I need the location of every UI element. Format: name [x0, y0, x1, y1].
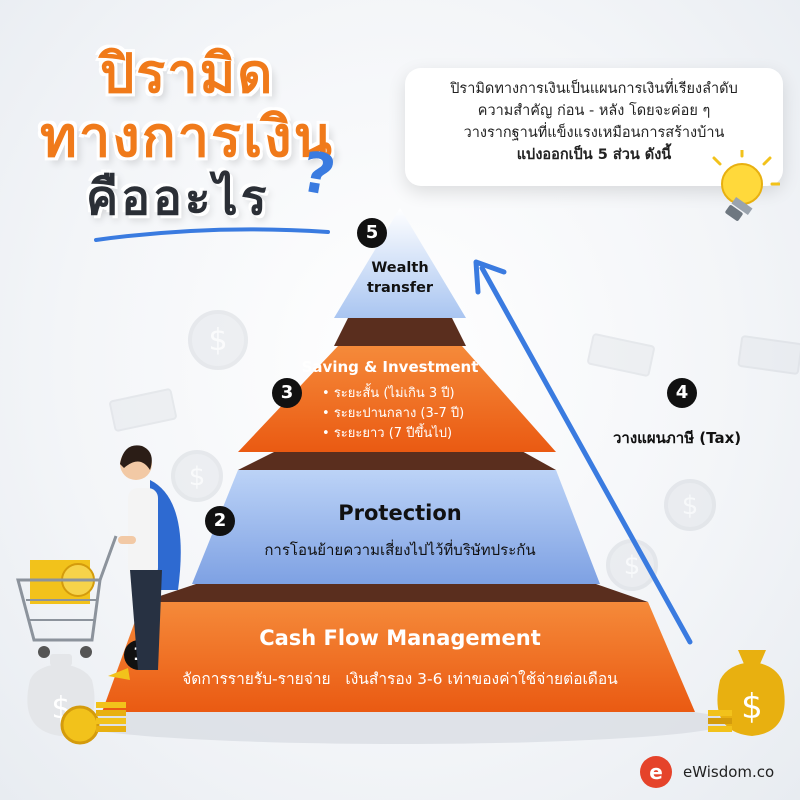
woman-figure — [108, 445, 181, 680]
dollar-coin-icon: $ — [188, 310, 248, 370]
level-5-block — [334, 208, 466, 318]
level-3-item: • ระยะยาว (7 ปีขึ้นไป) — [322, 426, 453, 441]
level-3-block — [238, 346, 556, 452]
level-2-title: Protection — [338, 501, 462, 525]
lightbulb-icon — [712, 150, 780, 221]
info-line-2: ความสำคัญ ก่อน - หลัง โดยจะค่อย ๆ — [477, 103, 711, 119]
brand-name: eWisdom.co — [683, 763, 775, 781]
title-line-2: ทางการเงิน — [40, 105, 334, 170]
level-3-number: 3 — [272, 378, 302, 408]
level-4-label: วางแผนภาษี (Tax) — [613, 429, 742, 447]
svg-text:$: $ — [741, 687, 763, 727]
brand-logo-icon: e — [640, 756, 672, 788]
svg-text:$: $ — [208, 323, 227, 358]
title-line-1: ปิรามิด — [100, 42, 275, 105]
level-3-shadow — [334, 318, 466, 346]
level-4-number: 4 — [667, 378, 697, 408]
level-2-number: 2 — [205, 506, 235, 536]
level-1-shadow — [142, 584, 648, 602]
level-1-title: Cash Flow Management — [259, 626, 541, 650]
dollar-coin-icon: $ — [171, 450, 223, 502]
level-3-item: • ระยะปานกลาง (3-7 ปี) — [322, 406, 465, 421]
level-5-title-line-2: transfer — [366, 280, 434, 296]
info-line-1: ปิรามิดทางการเงินเป็นแผนการเงินที่เรียงล… — [450, 81, 738, 97]
info-box: ปิรามิดทางการเงินเป็นแผนการเงินที่เรียงล… — [405, 68, 783, 186]
level-5-number: 5 — [357, 218, 387, 248]
info-line-3: วางรากฐานที่แข็งแรงเหมือนการสร้างบ้าน — [463, 125, 725, 141]
svg-text:$: $ — [624, 551, 641, 581]
banknote-icon — [587, 333, 655, 377]
woman-with-cart-illustration: $ — [16, 445, 181, 745]
level-2-block — [192, 470, 600, 584]
info-line-4: แบ่งออกเป็น 5 ส่วน ดังนี้ — [516, 147, 672, 163]
banknote-icon — [109, 388, 177, 432]
dollar-coin-icon: $ — [664, 479, 716, 531]
money-bag-icon: $ — [708, 650, 785, 736]
level-2-shadow — [238, 450, 556, 470]
coin-stack — [60, 702, 126, 745]
level-3-item: • ระยะสั้น (ไม่เกิน 3 ปี) — [322, 386, 455, 401]
title-line-3: คืออะไร — [86, 170, 270, 226]
level-3-title: Saving & Investment — [301, 358, 479, 376]
shopping-cart-icon — [16, 535, 118, 658]
level-1-subtitle: จัดการรายรับ-รายจ่าย เงินสำรอง 3-6 เท่าข… — [182, 670, 618, 688]
svg-text:e: e — [649, 760, 663, 784]
level-5-title: Wealth transfer — [335, 258, 465, 298]
title-underline — [94, 227, 330, 242]
level-2-subtitle: การโอนย้ายความเสี่ยงไปไว้ที่บริษัทประกัน — [264, 541, 536, 559]
svg-text:$: $ — [189, 462, 206, 492]
svg-text:$: $ — [682, 491, 699, 521]
level-1-block — [102, 602, 695, 712]
level-5-title-line-1: Wealth — [371, 260, 429, 276]
